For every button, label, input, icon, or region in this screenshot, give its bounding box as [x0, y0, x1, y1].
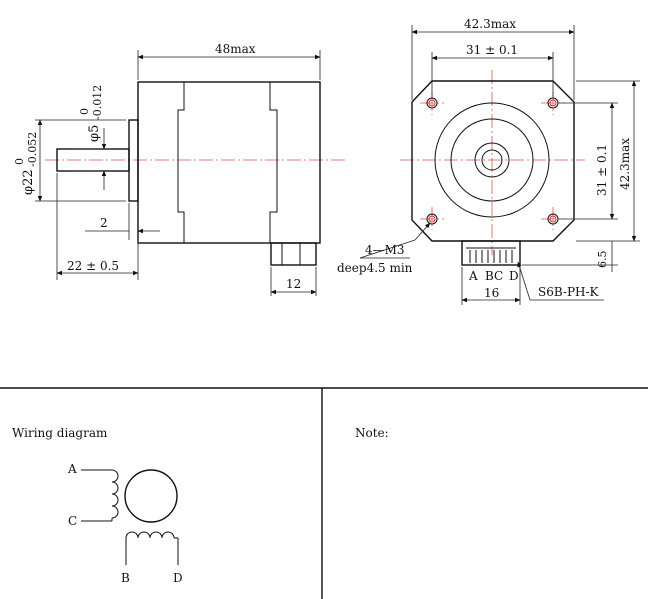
connector-pitch-label: 16: [484, 286, 499, 300]
side-view: 48max φ5 0 -0.012 φ22 0 -0.052 2 22 ± 0.…: [13, 42, 345, 296]
shaft-tol-upper: 0: [78, 108, 91, 115]
boss-thickness-label: 2: [100, 216, 108, 230]
boss-dia-label: φ22: [21, 169, 36, 195]
boss-circle: [450, 118, 534, 202]
shaft-dia-label: φ5: [87, 125, 102, 142]
wiring-title: Wiring diagram: [12, 426, 108, 440]
motor-body: [137, 81, 321, 244]
boss-tol-upper: 0: [13, 158, 26, 165]
connector-width-label: 12: [286, 277, 301, 291]
wire-label-b: B: [121, 571, 130, 585]
pin-a-label: A: [468, 269, 478, 283]
pin-bc-label: BC: [485, 269, 503, 283]
note-section: Note:: [355, 426, 389, 440]
wire-label-c: C: [68, 514, 77, 528]
mount-holes-label: 4—M3: [365, 243, 405, 257]
coil-bd-icon: [125, 531, 179, 565]
mount-holes: [426, 97, 559, 225]
shaft-tol-lower: -0.012: [91, 85, 104, 120]
connector-part-label: S6B-PH-K: [538, 285, 600, 299]
mount-depth-label: deep4.5 min: [337, 261, 413, 275]
side-connector: [270, 242, 317, 266]
hole-spacing-v-label: 31 ± 0.1: [595, 144, 609, 196]
body-inner-profile: [177, 82, 278, 243]
connector-height-label: 6.5: [596, 251, 609, 269]
hole-spacing-h-label: 31 ± 0.1: [466, 43, 518, 57]
front-boss: [128, 119, 139, 202]
overall-height-label: 42.3max: [618, 138, 632, 190]
wiring-section: Wiring diagram A C B D: [12, 426, 183, 585]
boss-tol-lower: -0.052: [26, 132, 39, 167]
shaft-circle-inner: [481, 149, 503, 171]
overall-width-label: 42.3max: [464, 17, 516, 31]
wire-label-d: D: [173, 571, 183, 585]
shaft-length-label: 22 ± 0.5: [67, 259, 119, 273]
front-connector: [461, 240, 521, 266]
note-title: Note:: [355, 426, 389, 440]
length-label: 48max: [215, 42, 256, 56]
wire-label-a: A: [67, 462, 77, 476]
front-outer-circle: [434, 102, 550, 218]
front-body-outline: [411, 80, 575, 242]
info-table: [0, 387, 648, 599]
coil-ac-icon: [81, 469, 119, 522]
front-view: 42.3max 31 ± 0.1 31 ± 0.1 42.3max 6.5 4—…: [337, 17, 640, 305]
rotor-icon: [124, 469, 178, 523]
shaft-circle-outer: [474, 142, 510, 178]
pin-d-label: D: [509, 269, 519, 283]
